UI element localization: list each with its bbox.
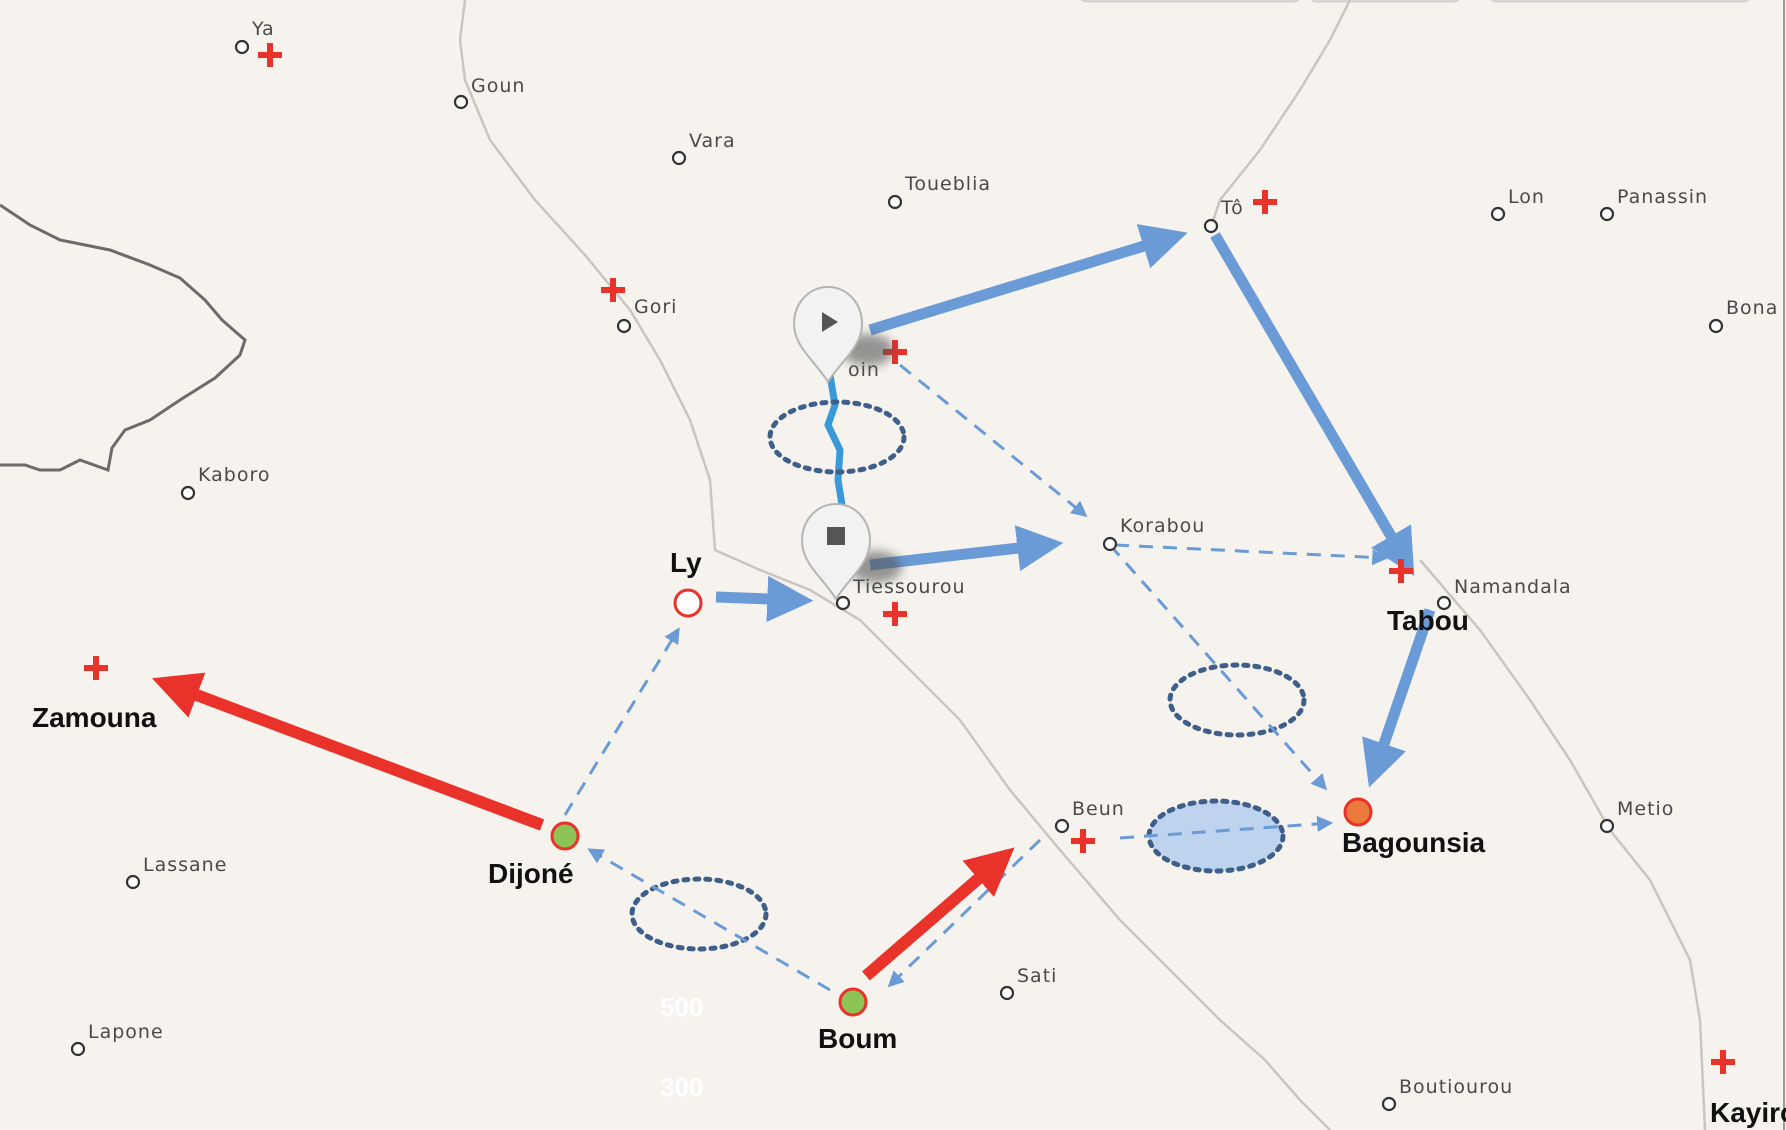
town-label: Gori (634, 296, 677, 318)
dotted-ellipse (629, 876, 769, 952)
dijone-marker[interactable] (550, 821, 580, 851)
town-label: Vara (689, 130, 736, 152)
town-label: Metio (1617, 798, 1674, 820)
hospital-cross-icon (883, 340, 907, 364)
ly-marker[interactable] (673, 588, 703, 618)
hospital-cross-icon (883, 602, 907, 626)
zamouna-label: Zamouna (32, 702, 157, 733)
town-label: Toueblia (904, 173, 991, 195)
town-label: Ya (251, 18, 275, 40)
dashed-arrow (563, 627, 680, 816)
boum-label: Boum (818, 1023, 897, 1054)
key-place-labels: Ly Zamouna Dijoné Boum Bagounsia Tabou K… (32, 547, 1786, 1128)
filled-ellipse (1146, 798, 1286, 874)
town-label: Korabou (1120, 515, 1205, 537)
town-label: Kaboro (198, 464, 270, 486)
town-label: Tô (1220, 197, 1244, 219)
town-vara[interactable]: Vara (671, 130, 736, 166)
route-end-pin[interactable] (800, 502, 902, 601)
town-label: Panassin (1617, 186, 1708, 208)
key-place-markers (550, 588, 1373, 1017)
boum-marker[interactable] (838, 987, 868, 1017)
town-label: Lapone (88, 1021, 164, 1043)
town-label: Namandala (1454, 576, 1572, 598)
dijone-label: Dijoné (488, 858, 574, 889)
dashed-arrow (1114, 543, 1389, 566)
town-panassin[interactable]: Panassin (1599, 186, 1708, 222)
hospital-crosses (84, 43, 1735, 1074)
hospital-cross-icon (258, 43, 282, 67)
blue-arrow (868, 224, 1188, 336)
town-label: Beun (1072, 798, 1125, 820)
town-boutiourou[interactable]: Boutiourou (1381, 1076, 1513, 1112)
town-lon[interactable]: Lon (1490, 186, 1545, 222)
bagounsia-label: Bagounsia (1342, 827, 1486, 858)
town-label: Boutiourou (1399, 1076, 1513, 1098)
kayiro-label: Kayiro (1710, 1097, 1786, 1128)
dashed-arrows (563, 363, 1389, 992)
blue-arrow (715, 575, 814, 623)
country-border (0, 203, 247, 473)
red-arrow (862, 847, 1015, 981)
stop-icon (827, 527, 845, 545)
map-control-button[interactable] (1310, 0, 1460, 3)
town-ya[interactable]: Ya (234, 18, 275, 55)
town-toueblia[interactable]: Toueblia (887, 173, 991, 210)
dotted-ellipses (629, 399, 1307, 952)
tabou-label: Tabou (1387, 605, 1469, 636)
town-to[interactable]: Tô (1203, 197, 1244, 234)
faint-label: 500 (660, 992, 703, 1022)
town-korabou[interactable]: Korabou (1102, 515, 1205, 552)
town-label: Sati (1017, 965, 1057, 987)
play-icon (822, 312, 838, 332)
ly-label: Ly (670, 547, 702, 578)
town-metio[interactable]: Metio (1599, 798, 1674, 834)
map-controls[interactable] (1080, 0, 1750, 3)
road-northeast (1208, 0, 1352, 231)
map-control-button[interactable] (1490, 0, 1750, 3)
town-gori[interactable]: Gori (616, 296, 677, 334)
town-label: Bona (1726, 297, 1778, 319)
map-control-button[interactable] (1080, 0, 1300, 3)
faint-label: 300 (660, 1072, 703, 1102)
town-beun[interactable]: Beun (1054, 798, 1125, 834)
dotted-ellipse (1167, 662, 1307, 738)
dashed-arrow (1108, 544, 1328, 791)
hospital-cross-icon (1253, 190, 1277, 214)
faint-scale-labels: 500 300 (660, 992, 703, 1102)
dashed-arrow (1119, 815, 1334, 840)
hospital-cross-icon (1711, 1050, 1735, 1074)
red-arrow (152, 672, 545, 831)
town-lassane[interactable]: Lassane (125, 854, 227, 890)
dotted-ellipse (767, 399, 907, 475)
hospital-cross-icon (84, 656, 108, 680)
blue-arrow (1362, 608, 1436, 788)
route-start-pin[interactable] (792, 285, 894, 384)
town-label: Lon (1508, 186, 1545, 208)
town-namandala[interactable]: Namandala (1436, 576, 1572, 611)
town-goun[interactable]: Goun (453, 75, 525, 110)
red-arrows (152, 672, 1015, 981)
hospital-cross-icon (1071, 829, 1095, 853)
town-label: Lassane (143, 854, 227, 876)
dashed-arrow (899, 363, 1088, 518)
blue-arrows (715, 224, 1436, 788)
hospital-cross-icon (1389, 559, 1413, 583)
bagounsia-marker[interactable] (1343, 797, 1373, 827)
town-label: Goun (471, 75, 525, 97)
hospital-cross-icon (601, 278, 625, 302)
town-bona[interactable]: Bona (1708, 297, 1778, 334)
town-sati[interactable]: Sati (999, 965, 1057, 1001)
town-lapone[interactable]: Lapone (70, 1021, 164, 1057)
blue-arrow (1210, 232, 1415, 576)
dashed-arrow (887, 838, 1042, 988)
town-kaboro[interactable]: Kaboro (180, 464, 270, 501)
